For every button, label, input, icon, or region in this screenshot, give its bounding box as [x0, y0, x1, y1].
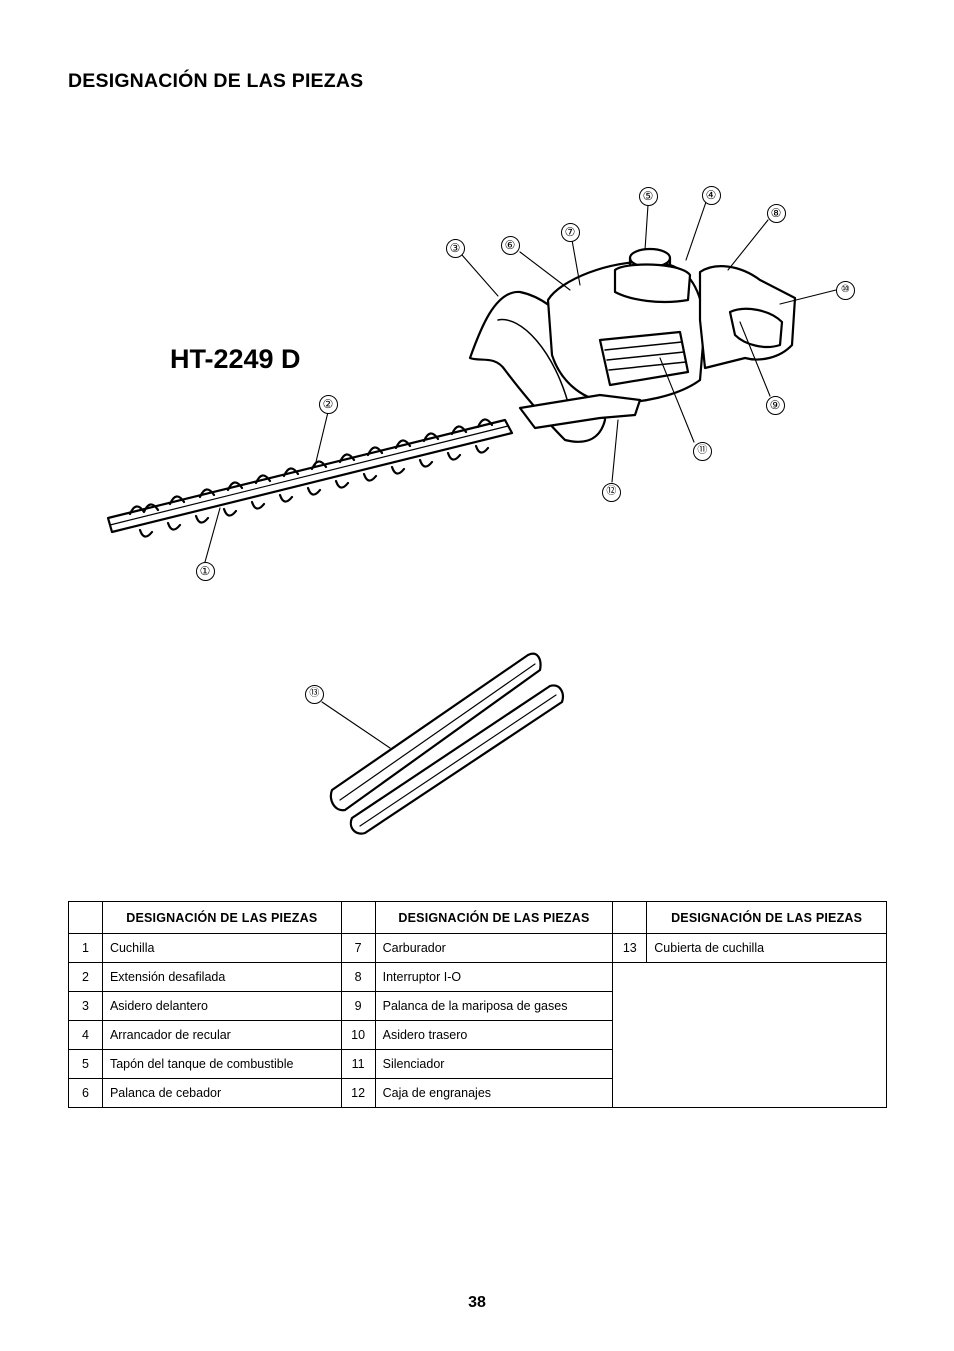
part-name: Caja de engranajes — [374, 1078, 614, 1108]
blade-drawing — [106, 418, 514, 538]
part-name: Extensión desafilada — [101, 962, 342, 992]
callout-6: ⑥ — [500, 235, 520, 255]
column-header: DESIGNACIÓN DE LAS PIEZAS — [374, 901, 614, 934]
callout-10: ⑩ — [835, 280, 855, 300]
part-number: 4 — [68, 1020, 103, 1050]
callout-9: ⑨ — [765, 395, 785, 415]
part-number: 1 — [68, 933, 103, 963]
table-header-row: DESIGNACIÓN DE LAS PIEZAS DESIGNACIÓN DE… — [68, 901, 887, 934]
blade-cover-drawing — [329, 652, 564, 835]
part-name: Interruptor I-O — [374, 962, 614, 992]
table-row: 6 Palanca de cebador 12 Caja de engranaj… — [68, 1078, 887, 1108]
callout-4: ④ — [701, 185, 721, 205]
part-number: 9 — [340, 991, 376, 1021]
callout-3: ③ — [445, 238, 465, 258]
part-name: Asidero delantero — [101, 991, 342, 1021]
part-number: 12 — [340, 1078, 376, 1108]
part-number: 5 — [68, 1049, 103, 1079]
header-num-cell — [612, 901, 648, 934]
part-name: Palanca de cebador — [101, 1078, 342, 1108]
part-name: Palanca de la mariposa de gases — [374, 991, 614, 1021]
header-num-cell — [68, 901, 103, 934]
callout-8: ⑧ — [766, 203, 786, 223]
callout-12: ⑫ — [601, 482, 621, 502]
callout-11: ⑪ — [692, 441, 712, 461]
part-name: Arrancador de recular — [101, 1020, 342, 1050]
column-header: DESIGNACIÓN DE LAS PIEZAS — [646, 901, 887, 934]
part-number: 8 — [340, 962, 376, 992]
part-name: Asidero trasero — [374, 1020, 614, 1050]
part-number: 13 — [612, 933, 648, 963]
part-name: Cubierta de cuchilla — [646, 933, 887, 963]
part-number: 11 — [340, 1049, 376, 1079]
part-name: Tapón del tanque de combustible — [101, 1049, 342, 1079]
table-row: 3 Asidero delantero 9 Palanca de la mari… — [68, 991, 887, 1021]
part-name: Silenciador — [374, 1049, 614, 1079]
part-number: 10 — [340, 1020, 376, 1050]
part-name: Cuchilla — [101, 933, 342, 963]
table-row: 4 Arrancador de recular 10 Asidero trase… — [68, 1020, 887, 1050]
table-row: 2 Extensión desafilada 8 Interruptor I-O — [68, 962, 887, 1108]
column-header: DESIGNACIÓN DE LAS PIEZAS — [101, 901, 342, 934]
callout-1: ① — [195, 561, 215, 581]
part-number: 7 — [340, 933, 376, 963]
part-number: 3 — [68, 991, 103, 1021]
callout-5: ⑤ — [638, 186, 658, 206]
callout-2: ② — [318, 394, 338, 414]
parts-table: DESIGNACIÓN DE LAS PIEZAS DESIGNACIÓN DE… — [68, 901, 887, 1108]
part-name: Carburador — [374, 933, 614, 963]
gear-case-drawing — [518, 393, 642, 430]
model-label: HT-2249 D — [170, 344, 301, 374]
page-heading: DESIGNACIÓN DE LAS PIEZAS — [68, 70, 364, 92]
rear-handle-drawing — [698, 265, 797, 370]
callout-13: ⑬ — [304, 684, 324, 704]
empty-cell — [612, 962, 887, 1108]
table-row: 1 Cuchilla 7 Carburador 13 Cubierta de c… — [68, 933, 887, 963]
header-num-cell — [340, 901, 376, 934]
part-number: 2 — [68, 962, 103, 992]
page-number: 38 — [468, 1294, 486, 1311]
part-number: 6 — [68, 1078, 103, 1108]
callout-7: ⑦ — [560, 222, 580, 242]
table-row: 5 Tapón del tanque de combustible 11 Sil… — [68, 1049, 887, 1079]
hedge-trimmer-illustration — [106, 201, 837, 835]
